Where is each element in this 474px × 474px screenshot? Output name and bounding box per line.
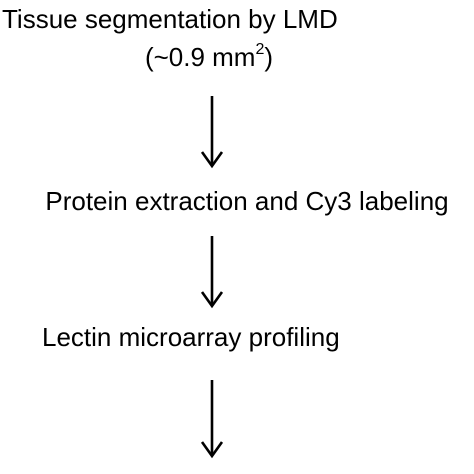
step-tissue-segmentation-area: (~0.9 mm2) [0,42,418,72]
step-tissue-segmentation-label: Tissue segmentation by LMD [2,4,338,34]
area-value-text: (~0.9 mm [144,42,256,72]
area-closing-paren: ) [264,42,274,72]
step-protein-extraction-label: Protein extraction and Cy3 labeling [45,186,449,216]
down-arrow-icon [198,236,226,309]
area-unit-superscript: 2 [255,41,265,59]
down-arrow-icon [198,380,226,460]
step-lectin-microarray-label: Lectin microarray profiling [42,322,340,352]
down-arrow-icon [198,96,226,169]
